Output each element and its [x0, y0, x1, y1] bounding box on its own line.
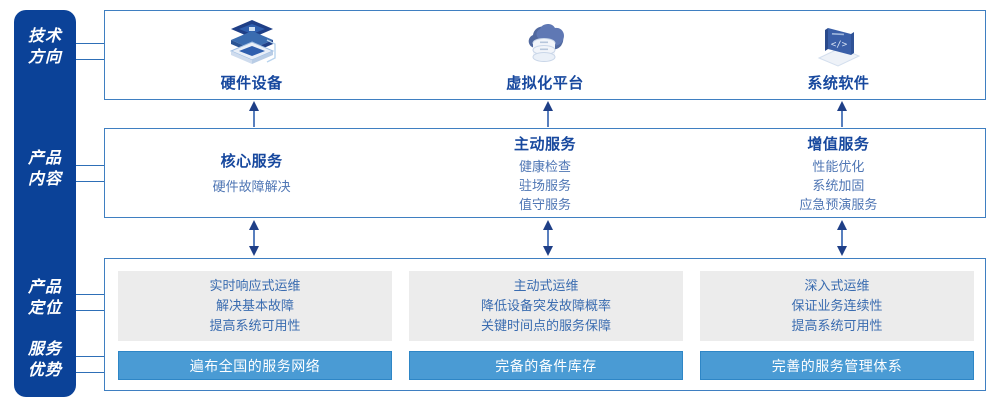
content-item: 健康检查 — [518, 158, 571, 174]
content-item: 值守服务 — [518, 196, 571, 212]
position-card-indepth[interactable]: 深入式运维 保证业务连续性 提高系统可用性 — [700, 271, 974, 341]
arrow-up-hardware — [247, 101, 261, 132]
connector-stub — [76, 43, 106, 44]
content-item: 系统加固 — [812, 177, 865, 193]
connector-stub — [76, 165, 106, 166]
positioning-advantage-section: 实时响应式运维 解决基本故障 提高系统可用性 主动式运维 降低设备突发故障概率 … — [104, 258, 986, 391]
position-line: 解决基本故障 — [215, 298, 294, 313]
rail-label-line1: 产品 — [27, 279, 62, 296]
position-card-realtime[interactable]: 实时响应式运维 解决基本故障 提高系统可用性 — [118, 271, 392, 341]
rail-label-tech-direction: 技术 方向 — [14, 26, 76, 68]
connector-stub — [76, 356, 106, 357]
category-rail — [14, 10, 76, 397]
connector-stub — [76, 59, 106, 60]
position-line: 保证业务连续性 — [791, 298, 883, 313]
position-line: 深入式运维 — [804, 278, 870, 293]
rail-label-line1: 产品 — [27, 150, 62, 167]
connector-stub — [76, 310, 106, 311]
rail-label-line1: 服务 — [27, 341, 62, 358]
arrow-bidirectional-core — [247, 220, 261, 261]
connector-stub — [76, 181, 106, 182]
content-title: 增值服务 — [807, 135, 870, 153]
rail-label-line2: 定位 — [27, 300, 62, 317]
rail-label-line2: 内容 — [27, 171, 62, 188]
content-item: 应急预演服务 — [799, 196, 878, 212]
content-cell-value-added-service[interactable]: 增值服务 性能优化 系统加固 应急预演服务 — [692, 129, 985, 217]
advantage-bar-spare-parts[interactable]: 完备的备件库存 — [409, 351, 683, 380]
arrow-bidirectional-value-added — [835, 220, 849, 261]
arrow-up-system-software — [835, 101, 849, 132]
tech-cell-hardware[interactable]: 硬件设备 — [105, 11, 398, 99]
rail-label-line1: 技术 — [27, 28, 62, 45]
content-item: 硬件故障解决 — [212, 179, 291, 194]
connector-stub — [76, 294, 106, 295]
tech-label: 虚拟化平台 — [506, 74, 584, 92]
advantage-bar-service-network[interactable]: 遍布全国的服务网络 — [118, 351, 392, 380]
server-stack-icon — [229, 19, 276, 64]
rail-label-product-position: 产品 定位 — [14, 277, 76, 319]
position-line: 主动式运维 — [513, 278, 579, 293]
content-title: 主动服务 — [513, 135, 576, 153]
position-line: 提高系统可用性 — [791, 318, 883, 333]
position-line: 提高系统可用性 — [209, 318, 301, 333]
content-cell-core-service[interactable]: 核心服务 硬件故障解决 — [105, 129, 398, 217]
code-book-icon: </> — [818, 27, 861, 67]
content-item: 驻场服务 — [518, 177, 571, 193]
connector-stub — [76, 372, 106, 373]
arrow-up-virtualization — [541, 101, 555, 132]
tech-cell-virtualization[interactable]: 虚拟化平台 — [398, 11, 691, 99]
position-line: 实时响应式运维 — [209, 278, 301, 293]
cloud-database-icon — [528, 23, 564, 62]
content-title: 核心服务 — [220, 153, 283, 170]
arrow-bidirectional-proactive — [541, 220, 555, 261]
tech-label: 硬件设备 — [220, 74, 283, 92]
position-line: 关键时间点的服务保障 — [480, 318, 611, 333]
tech-label: 系统软件 — [807, 74, 870, 92]
position-card-proactive[interactable]: 主动式运维 降低设备突发故障概率 关键时间点的服务保障 — [409, 271, 683, 341]
tech-direction-section: 硬件设备 虚拟化平台 — [104, 10, 986, 100]
rail-label-product-content: 产品 内容 — [14, 148, 76, 190]
content-cell-proactive-service[interactable]: 主动服务 健康检查 驻场服务 值守服务 — [398, 129, 691, 217]
content-item: 性能优化 — [812, 158, 865, 174]
advantage-bar-management-system[interactable]: 完善的服务管理体系 — [700, 351, 974, 380]
svg-text:</>: </> — [831, 40, 848, 50]
tech-cell-system-software[interactable]: </> 系统软件 — [692, 11, 985, 99]
position-line: 降低设备突发故障概率 — [480, 298, 611, 313]
product-content-section: 核心服务 硬件故障解决 主动服务 健康检查 驻场服务 值守服务 增值服务 性能优… — [104, 128, 986, 218]
rail-label-service-advantage: 服务 优势 — [14, 339, 76, 381]
rail-label-line2: 优势 — [27, 362, 62, 379]
rail-label-line2: 方向 — [27, 49, 62, 66]
